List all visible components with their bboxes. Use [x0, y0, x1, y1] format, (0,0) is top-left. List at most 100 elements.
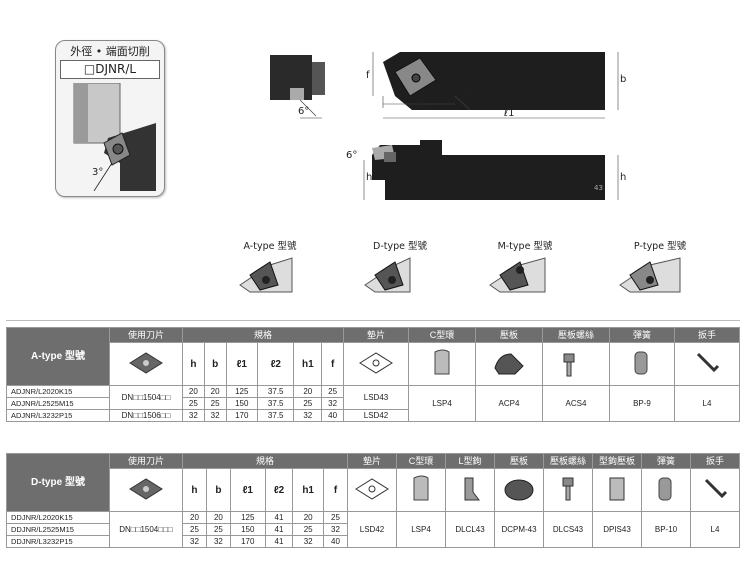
row-insert: DN□□1506□□ [109, 409, 183, 422]
wrench-icon [690, 468, 740, 512]
table-row: DDJNR/L2020K15 DN□□1504□□□ 20 20 125 41 … [6, 511, 740, 548]
col-spring: 彈簧 [641, 453, 691, 469]
cell: 25 [293, 397, 323, 410]
cell: 150 [225, 397, 259, 410]
row-c-ring: LSP4 [408, 385, 476, 422]
shim-icon [343, 342, 409, 386]
cell: 32 [203, 409, 227, 422]
m-type-icon [489, 257, 546, 293]
dim-f: f [323, 468, 348, 512]
cell: 25 [182, 523, 207, 536]
dim-l1: ℓ1 [229, 468, 266, 512]
cell: 41 [264, 511, 294, 524]
row-clamp-screw: DLCS43 [543, 511, 593, 548]
col-spec: 規格 [182, 453, 348, 469]
f-label: f [366, 70, 370, 81]
cell: 32 [182, 409, 205, 422]
col-hook-clamp: 型鉤壓板 [592, 453, 642, 469]
clamp-screw-icon [542, 342, 610, 386]
cell: 170 [229, 535, 266, 548]
cell: 20 [293, 385, 323, 398]
dim-h1: h1 [292, 468, 324, 512]
cell: 20 [182, 385, 205, 398]
row-c-ring: LSP4 [396, 511, 446, 548]
d-type-label: D-type 型號 [373, 241, 427, 252]
tool-mark: 43 [594, 184, 603, 192]
cell: 25 [321, 385, 344, 398]
cell: 20 [182, 511, 207, 524]
cell: 41 [264, 535, 294, 548]
row-code: ADJNR/L2525M15 [6, 397, 110, 410]
l2-label: ℓ2 [415, 98, 426, 109]
clamp-icon [494, 468, 544, 512]
clamp-icon [475, 342, 543, 386]
inset-diagram-box: 外徑 • 端面切削 □DJNR/L 3° [55, 40, 165, 197]
cell: 150 [229, 523, 266, 536]
table-d-type-label: D-type 型號 [6, 453, 110, 512]
angle-right-label: 3° [462, 90, 474, 101]
row-code: DDJNR/L3232P15 [6, 535, 110, 548]
cell: 41 [264, 523, 294, 536]
dim-h1: h1 [293, 342, 323, 386]
l-hook-icon [445, 468, 495, 512]
cell: 32 [205, 535, 231, 548]
col-clamp: 壓板 [494, 453, 544, 469]
row-code: ADJNR/L3232P15 [6, 409, 110, 422]
col-spring: 彈簧 [609, 327, 675, 343]
table-a-type: A-type 型號 使用刀片 規格 墊片 C型環 壓板 壓板螺絲 彈簧 扳手 h… [6, 327, 740, 422]
col-shim: 墊片 [343, 327, 409, 343]
cell: 32 [293, 409, 323, 422]
col-clamp-screw: 壓板螺絲 [543, 453, 593, 469]
row-insert: DN□□1504□□□ [109, 511, 183, 548]
angle-side-label: 6° [346, 150, 358, 161]
row-code: DDJNR/L2020K15 [6, 511, 110, 524]
cell: 40 [321, 409, 344, 422]
col-wrench: 扳手 [674, 327, 740, 343]
cell: 32 [292, 535, 324, 548]
p-type-label: P-type 型號 [633, 241, 687, 252]
inset-code: □DJNR/L [60, 60, 160, 79]
shim-icon [347, 468, 397, 512]
dim-l1: ℓ1 [225, 342, 259, 386]
insert-icon [109, 342, 183, 386]
row-spring: BP-9 [609, 385, 675, 422]
inset-angle-label: 3° [92, 167, 104, 178]
c-ring-icon [396, 468, 446, 512]
table-row: ADJNR/L3232P15 DN□□1506□□ 32 32 170 37.5… [6, 409, 740, 422]
dim-l2: ℓ2 [264, 468, 294, 512]
row-hook-clamp: DPIS43 [592, 511, 642, 548]
cell: 37.5 [257, 409, 295, 422]
col-insert: 使用刀片 [109, 327, 183, 343]
dim-b: b [205, 468, 231, 512]
a-type-icon [239, 257, 293, 293]
inset-illustration [73, 83, 156, 191]
dim-f: f [321, 342, 344, 386]
table-row: ADJNR/L2020K15 DN□□1504□□ 20 20 125 37.5… [6, 385, 740, 422]
c-ring-icon [408, 342, 476, 386]
row-l-hook: DLCL43 [445, 511, 495, 548]
row-shim: LSD43 [343, 385, 409, 410]
table-d-type: D-type 型號 使用刀片 規格 墊片 C型環 L型鉤 壓板 壓板螺絲 型鉤壓… [6, 453, 740, 548]
insert-icon [109, 468, 183, 512]
wrench-icon [674, 342, 740, 386]
separator [6, 320, 740, 321]
row-shim: LSD42 [343, 409, 409, 422]
cell: 25 [323, 511, 348, 524]
row-code: DDJNR/L2525M15 [6, 523, 110, 536]
cell: 125 [225, 385, 259, 398]
cell: 170 [225, 409, 259, 422]
dim-h: h [182, 468, 207, 512]
cell: 25 [205, 523, 231, 536]
d-type-icon [364, 257, 411, 293]
cell: 37.5 [257, 385, 295, 398]
cell: 32 [323, 523, 348, 536]
col-clamp: 壓板 [475, 327, 543, 343]
cell: 32 [182, 535, 207, 548]
b-label: b [620, 74, 627, 85]
l1-label: ℓ1 [504, 108, 515, 119]
cell: 20 [203, 385, 227, 398]
row-wrench: L4 [674, 385, 740, 422]
table-a-type-label: A-type 型號 [6, 327, 110, 386]
dim-h: h [182, 342, 205, 386]
cell: 25 [292, 523, 324, 536]
